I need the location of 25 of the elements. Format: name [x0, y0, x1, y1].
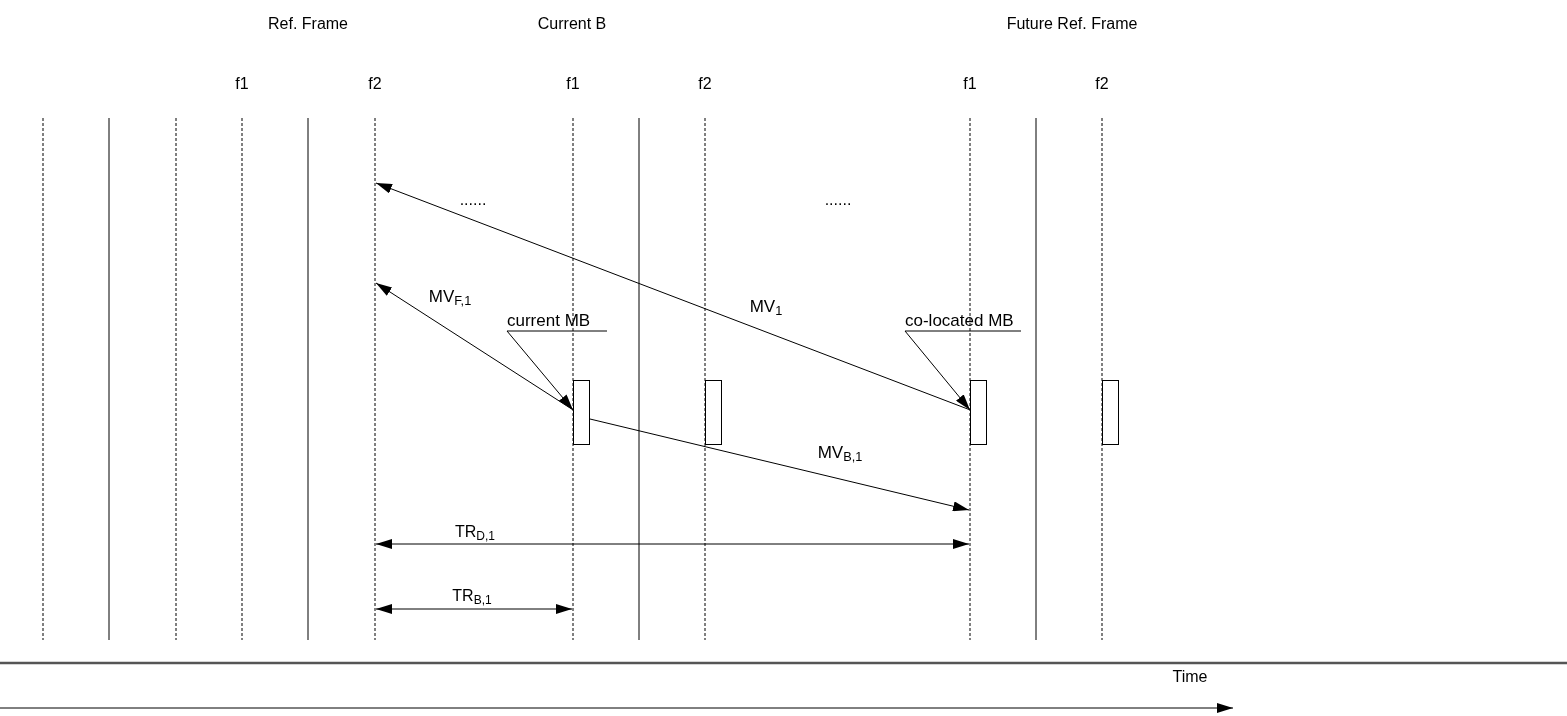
axis-label: Time	[1172, 667, 1208, 687]
frame-label: Current B	[537, 14, 607, 34]
macroblock-box	[705, 380, 722, 445]
motion-vector-arrow	[375, 182, 971, 411]
leader-line	[506, 330, 608, 411]
field-label: f1	[235, 74, 249, 94]
motion-vector-arrow	[589, 418, 970, 512]
leader-line	[904, 330, 1022, 411]
ellipsis: ......	[824, 190, 852, 210]
field-label: f2	[1095, 74, 1109, 94]
callout-text: co-located MB	[905, 311, 1021, 331]
frame-label: Ref. Frame	[268, 14, 348, 34]
field-label: f2	[698, 74, 712, 94]
macroblock-box	[573, 380, 590, 445]
field-label: f1	[566, 74, 580, 94]
macroblock-box	[1102, 380, 1119, 445]
field-label: f1	[963, 74, 977, 94]
callout-text: current MB	[507, 311, 607, 331]
ellipsis: ......	[459, 190, 487, 210]
motion-vector-arrow	[375, 282, 574, 411]
field-label: f2	[368, 74, 382, 94]
dimension-label: TR$_{B,1}$	[452, 586, 492, 606]
macroblock-box	[970, 380, 987, 445]
frame-label: Future Ref. Frame	[1006, 14, 1138, 34]
dimension-label: TR$_{D,1}$	[455, 522, 495, 542]
